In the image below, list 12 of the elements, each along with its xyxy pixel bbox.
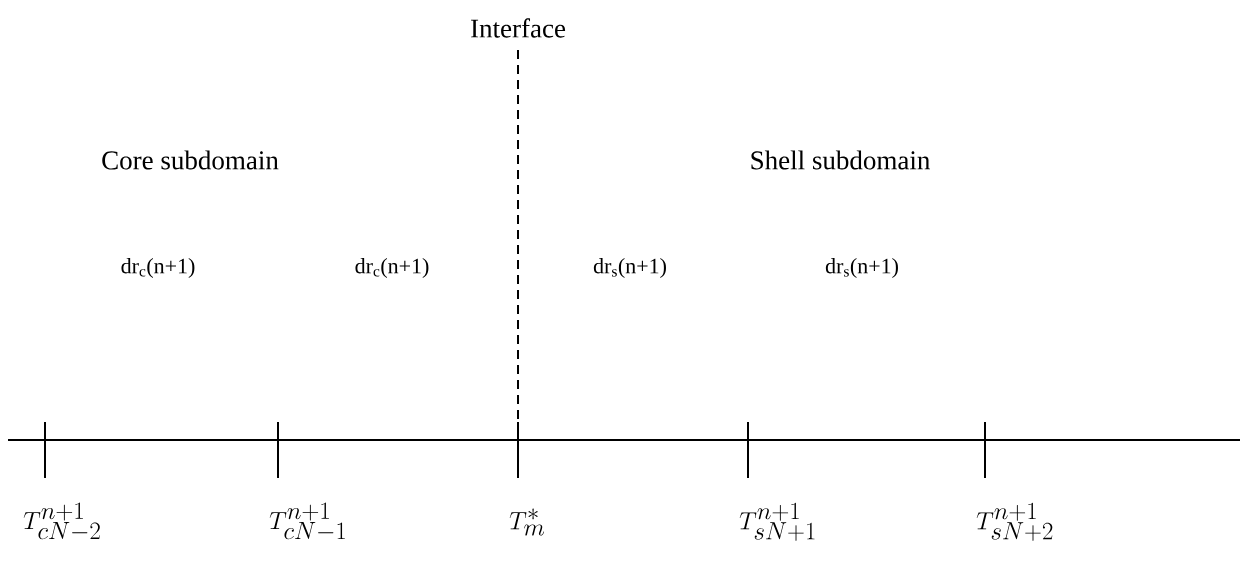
- label-text: dr$_{s}$(n+1): [825, 258, 898, 278]
- formula-label: $T^{n+1}_{sN+2}$: [976, 502, 1053, 541]
- label-text: dr$_{c}$(n+1): [355, 258, 429, 278]
- formula-label: $T^{n+1}_{cN-1}$: [269, 502, 345, 540]
- label-text: Interface: [471, 18, 566, 38]
- formula-label: $T^{n+1}_{cN-2}$: [23, 502, 100, 540]
- label-text: Core subdomain: [102, 150, 279, 170]
- label-text: Shell subdomain: [751, 150, 930, 170]
- formula-label: $T^{n+1}_{sN+1}$: [739, 502, 815, 541]
- formula-label: $T^{*}_{m}$: [509, 508, 545, 536]
- label-text: dr$_{c}$(n+1): [121, 258, 195, 278]
- label-text: dr$_{s}$(n+1): [593, 258, 666, 278]
